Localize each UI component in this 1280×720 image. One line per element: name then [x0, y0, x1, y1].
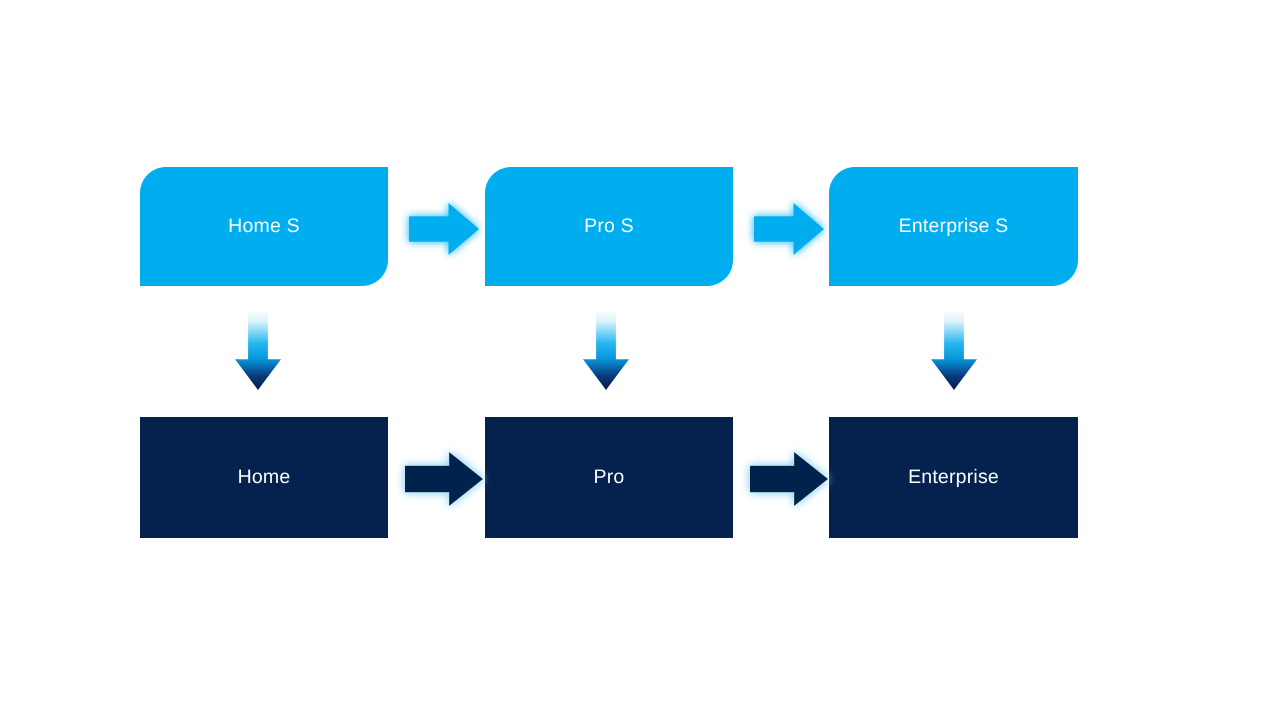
arrow-right-icon-pro-to-enterprise: [750, 452, 828, 506]
node-enterprise-s[interactable]: Enterprise S: [829, 167, 1078, 286]
arrow-down-icon-enterprise-s-to-enterprise: [931, 310, 977, 390]
arrow-down-icon-home-s-to-home: [235, 310, 281, 390]
node-home-s[interactable]: Home S: [140, 167, 388, 286]
node-pro-s[interactable]: Pro S: [485, 167, 733, 286]
node-label-home: Home: [237, 465, 291, 488]
arrow-right-icon-home-to-pro: [405, 452, 483, 506]
arrow-down-icon-pro-s-to-pro: [583, 310, 629, 390]
node-label-pro: Pro: [593, 465, 625, 488]
node-home[interactable]: Home: [140, 417, 388, 538]
node-label-pro-s: Pro S: [584, 214, 634, 237]
node-enterprise[interactable]: Enterprise: [829, 417, 1078, 538]
arrow-right-icon-pro-s-to-enterprise-s: [754, 203, 824, 255]
node-label-enterprise: Enterprise: [908, 465, 999, 488]
node-label-enterprise-s: Enterprise S: [898, 214, 1009, 237]
node-pro[interactable]: Pro: [485, 417, 733, 538]
arrow-right-icon-home-s-to-pro-s: [409, 203, 479, 255]
node-label-home-s: Home S: [228, 214, 300, 237]
